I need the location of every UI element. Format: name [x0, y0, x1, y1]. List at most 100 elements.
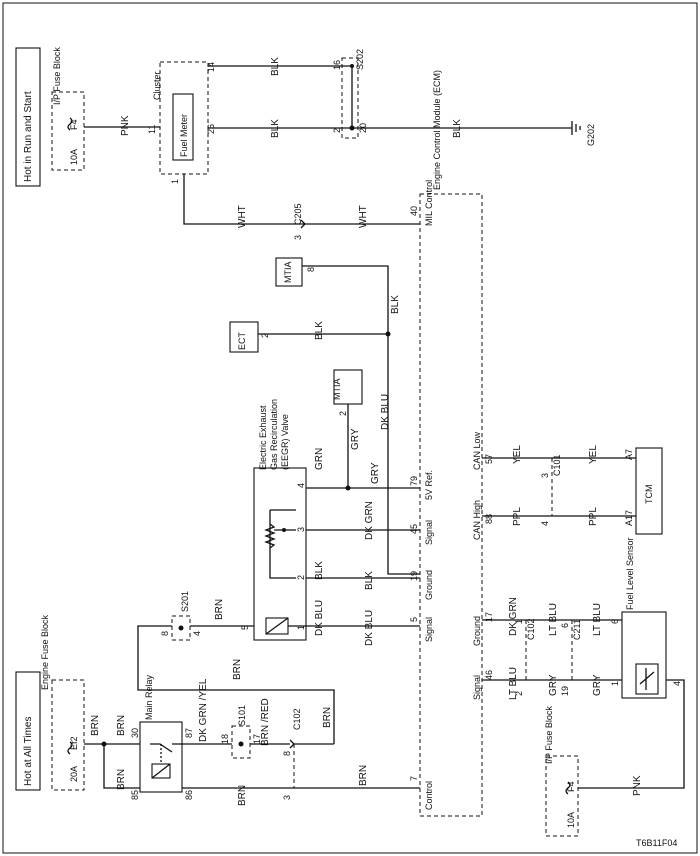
- svg-text:GRY: GRY: [592, 674, 603, 696]
- svg-text:45: 45: [409, 524, 419, 534]
- svg-text:GRY: GRY: [350, 428, 361, 450]
- svg-text:10A: 10A: [566, 812, 576, 828]
- svg-text:TCM: TCM: [644, 485, 654, 505]
- wire-blk-mtia: [302, 265, 420, 575]
- svg-text:2: 2: [260, 333, 270, 338]
- svg-text:8: 8: [306, 267, 316, 272]
- svg-text:4: 4: [296, 483, 306, 488]
- svg-text:16: 16: [332, 60, 342, 70]
- svg-text:MIL Control: MIL Control: [424, 180, 434, 226]
- ecm-label: Engine Control Module (ECM): [432, 70, 442, 190]
- svg-text:2: 2: [514, 691, 524, 696]
- svg-text:C102: C102: [292, 708, 302, 730]
- svg-text:4: 4: [540, 521, 550, 526]
- svg-text:5: 5: [240, 625, 250, 630]
- svg-text:PPL: PPL: [512, 507, 523, 526]
- svg-text:5: 5: [409, 617, 419, 622]
- svg-text:DK GRN /YEL: DK GRN /YEL: [198, 678, 209, 742]
- svg-text:Signal: Signal: [424, 617, 434, 642]
- svg-text:Electric Exhaust: Electric Exhaust: [258, 405, 268, 470]
- svg-text:BRN: BRN: [232, 659, 243, 680]
- svg-text:14: 14: [206, 62, 216, 72]
- svg-text:BLK: BLK: [364, 571, 375, 590]
- svg-text:WHT: WHT: [237, 205, 248, 228]
- svg-text:Cluster: Cluster: [152, 71, 162, 100]
- fuel-meter-label: Fuel Meter: [179, 114, 189, 157]
- cluster: Cluster Fuel Meter 11 14 26 1: [147, 61, 216, 184]
- svg-text:C211: C211: [572, 619, 582, 640]
- svg-text:BLK: BLK: [452, 119, 463, 138]
- svg-text:BRN: BRN: [90, 715, 101, 736]
- svg-text:Control: Control: [424, 781, 434, 810]
- svg-text:7: 7: [409, 776, 419, 781]
- svg-text:MTIA: MTIA: [283, 262, 293, 284]
- svg-text:BLK: BLK: [314, 561, 325, 580]
- svg-text:8: 8: [282, 751, 292, 756]
- svg-text:5V Ref.: 5V Ref.: [424, 470, 434, 500]
- svg-text:40: 40: [409, 206, 419, 216]
- eegr-valve: Electric Exhaust Gas Recirculation (EEGR…: [240, 399, 307, 641]
- svg-text:BRN: BRN: [116, 769, 127, 790]
- svg-text:3: 3: [282, 795, 292, 800]
- splice-s101: S101 18 17: [220, 705, 262, 759]
- fuse-f4-bottom: I/P Fuse Block F4 10A: [544, 706, 579, 837]
- svg-text:30: 30: [130, 728, 140, 738]
- svg-text:I/P Fuse Block: I/P Fuse Block: [52, 47, 62, 105]
- svg-text:C101: C101: [552, 454, 562, 476]
- svg-text:Ground: Ground: [424, 570, 434, 600]
- svg-text:CAN Low: CAN Low: [472, 431, 482, 470]
- svg-text:BLK: BLK: [270, 119, 281, 138]
- svg-text:ECT: ECT: [237, 331, 247, 350]
- svg-text:Gas Recirculation: Gas Recirculation: [269, 399, 279, 470]
- svg-text:WHT: WHT: [358, 205, 369, 228]
- svg-text:BRN: BRN: [322, 707, 333, 728]
- svg-text:G202: G202: [586, 124, 596, 146]
- svg-text:57: 57: [484, 454, 494, 464]
- svg-text:BRN: BRN: [358, 765, 369, 786]
- svg-text:DK BLU: DK BLU: [364, 610, 375, 646]
- connector-c205-pin: 3: [293, 235, 303, 240]
- svg-text:F4: F4: [69, 119, 79, 130]
- svg-text:MTIA: MTIA: [332, 379, 342, 401]
- svg-text:BRN: BRN: [237, 785, 248, 806]
- svg-text:17: 17: [484, 612, 494, 622]
- hot-run-start-box: [15, 47, 41, 187]
- svg-text:Ef2: Ef2: [69, 736, 79, 750]
- connector-c102-left: [289, 739, 295, 749]
- hot-all-times-box: [15, 671, 41, 791]
- svg-text:Engine Fuse Block: Engine Fuse Block: [40, 614, 50, 690]
- svg-text:DK BLU: DK BLU: [314, 600, 325, 636]
- svg-text:Ground: Ground: [472, 616, 482, 646]
- main-relay: Main Relay 30 87 85 86: [130, 674, 194, 800]
- ecm-box: [419, 193, 483, 817]
- svg-text:A7: A7: [624, 449, 634, 460]
- svg-text:19: 19: [409, 571, 419, 581]
- svg-text:(EEGR) Valve: (EEGR) Valve: [280, 414, 290, 470]
- svg-text:4: 4: [192, 631, 202, 636]
- mtia-top: [275, 257, 303, 287]
- svg-text:18: 18: [220, 734, 230, 744]
- svg-text:86: 86: [184, 790, 194, 800]
- wire-pnk-bottom: [578, 679, 685, 789]
- ecm-pin-labels: 40 MIL Control 79 5V Ref. 45 Signal 19 G…: [409, 180, 494, 810]
- svg-text:26: 26: [206, 124, 216, 134]
- hot-run-start-label: Hot in Run and Start: [23, 91, 34, 182]
- figure-id: T6B11F04: [636, 838, 677, 848]
- svg-text:GRY: GRY: [370, 462, 381, 484]
- svg-text:LT BLU: LT BLU: [592, 603, 603, 636]
- svg-text:LT BLU: LT BLU: [548, 603, 559, 636]
- svg-text:2: 2: [338, 411, 348, 416]
- svg-text:1: 1: [514, 619, 524, 624]
- svg-text:GRN: GRN: [314, 448, 325, 470]
- wire-brn-loop: [137, 625, 335, 744]
- svg-text:BRN /RED: BRN /RED: [260, 698, 271, 746]
- svg-text:2: 2: [332, 128, 342, 133]
- svg-text:11: 11: [147, 125, 157, 134]
- svg-text:1: 1: [296, 625, 306, 630]
- svg-text:S202: S202: [355, 49, 365, 70]
- svg-text:YEL: YEL: [588, 445, 599, 464]
- splice-s201: S201 8 4: [160, 591, 202, 641]
- svg-text:C102: C102: [526, 618, 536, 640]
